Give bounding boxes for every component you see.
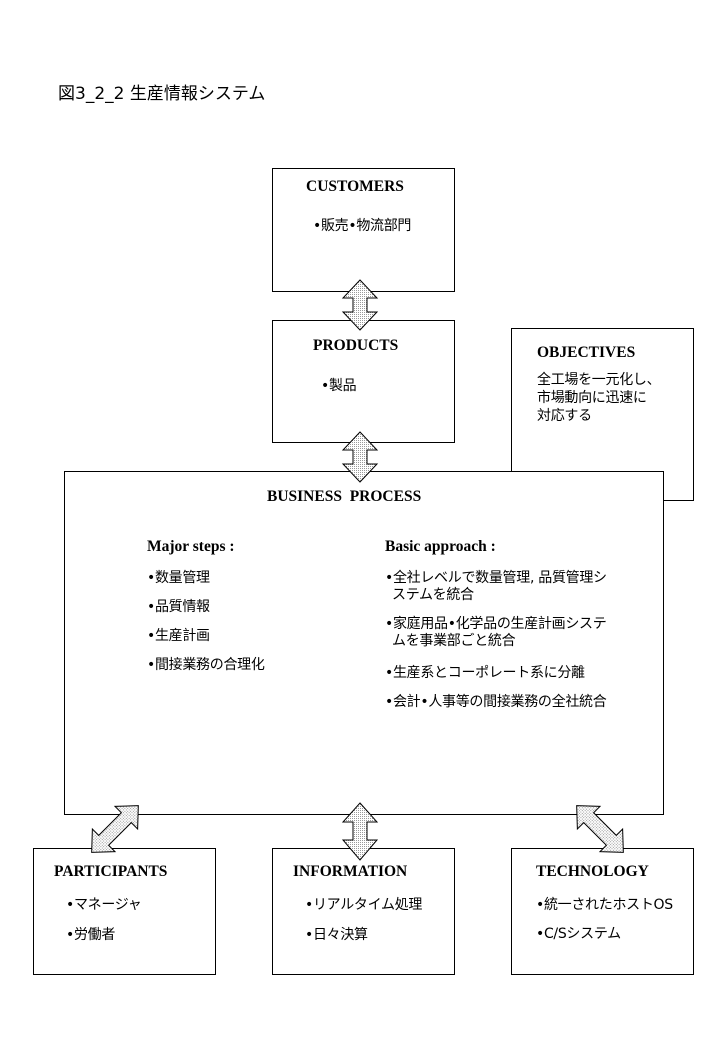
- information-item: •日々決算: [305, 927, 368, 943]
- participants-heading: PARTICIPANTS: [54, 863, 168, 880]
- technology-heading: TECHNOLOGY: [536, 863, 649, 880]
- objectives-line: 対応する: [537, 408, 592, 424]
- double-arrow-business-technology: [576, 805, 624, 853]
- basic-approach-item: •会計•人事等の間接業務の全社統合: [385, 694, 607, 710]
- basic-approach-item: •生産系とコーポレート系に分離: [385, 665, 585, 681]
- participants-item: •労働者: [66, 927, 116, 943]
- objectives-line: 市場動向に迅速に: [537, 390, 647, 406]
- business-process-heading: BUSINESS PROCESS: [267, 488, 422, 505]
- basic-approach-heading: Basic approach :: [385, 538, 496, 555]
- basic-approach-item: •家庭用品•化学品の生産計画システ: [385, 616, 607, 632]
- major-step-item: •数量管理: [147, 570, 210, 586]
- major-steps-heading: Major steps :: [147, 538, 235, 555]
- products-item: •製品: [321, 378, 357, 394]
- basic-approach-item-cont: ステムを統合: [392, 587, 474, 603]
- figure-title: 図3_2_2 生産情報システム: [58, 84, 266, 104]
- major-step-item: •生産計画: [147, 628, 210, 644]
- products-box: PRODUCTS •製品: [272, 320, 455, 443]
- basic-approach-item: •全社レベルで数量管理, 品質管理シ: [385, 570, 607, 586]
- participants-item: •マネージャ: [66, 897, 142, 913]
- customers-item: •販売•物流部門: [313, 218, 412, 234]
- technology-item: •C/Sシステム: [536, 926, 621, 942]
- products-heading: PRODUCTS: [313, 337, 399, 354]
- technology-item: •統一されたホストOS: [536, 897, 673, 913]
- double-arrow-products-business: [341, 431, 379, 483]
- business-process-box: BUSINESS PROCESS Major steps : •数量管理 •品質…: [64, 471, 664, 815]
- technology-box: TECHNOLOGY •統一されたホストOS •C/Sシステム: [511, 848, 694, 975]
- information-heading: INFORMATION: [293, 863, 408, 880]
- customers-box: CUSTOMERS •販売•物流部門: [272, 168, 455, 292]
- objectives-heading: OBJECTIVES: [537, 344, 636, 361]
- double-arrow-business-participants: [91, 805, 139, 853]
- participants-box: PARTICIPANTS •マネージャ •労働者: [33, 848, 216, 975]
- major-step-item: •間接業務の合理化: [147, 657, 265, 673]
- major-step-item: •品質情報: [147, 599, 210, 615]
- double-arrow-business-information: [341, 802, 379, 861]
- double-arrow-customers-products: [341, 279, 379, 331]
- objectives-line: 全工場を一元化し、: [537, 372, 661, 388]
- basic-approach-item-cont: ムを事業部ごと統合: [392, 633, 516, 649]
- information-item: •リアルタイム処理: [305, 897, 423, 913]
- customers-heading: CUSTOMERS: [306, 178, 404, 195]
